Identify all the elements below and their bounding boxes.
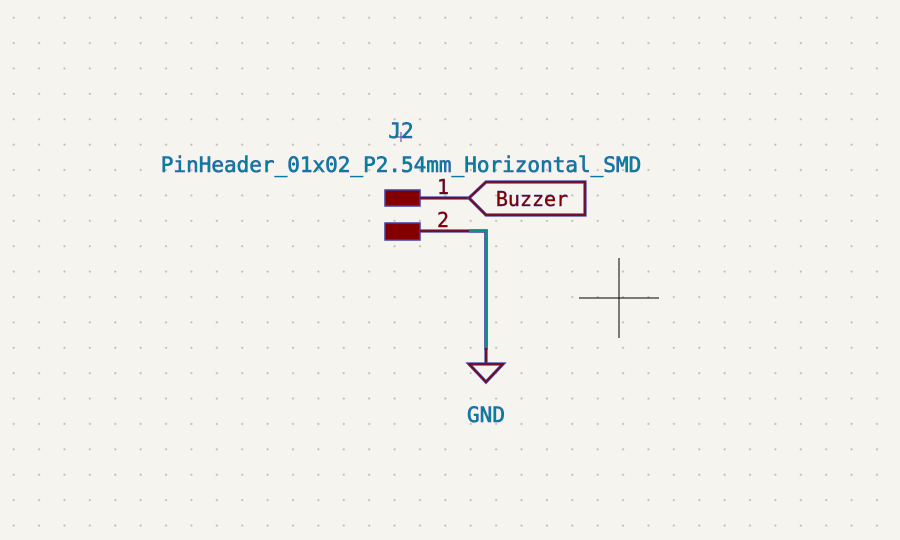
- footprint-value[interactable]: PinHeader_01x02_P2.54mm_Horizontal_SMD: [160, 153, 641, 178]
- connector-j2-symbol[interactable]: J2 PinHeader_01x02_P2.54mm_Horizontal_SM…: [160, 119, 642, 241]
- net-label-buzzer[interactable]: Buzzer: [466, 180, 587, 217]
- wire-pin2-to-gnd[interactable]: [469, 229, 488, 350]
- ground-triangle-icon: [465, 362, 507, 385]
- reference-designator[interactable]: J2: [388, 119, 414, 144]
- pin-1-number: 1: [437, 175, 449, 199]
- crosshair-cursor-icon: [579, 258, 659, 338]
- pin-1-body[interactable]: [384, 189, 421, 207]
- anchor-cross-icon: [396, 132, 406, 142]
- gnd-power-symbol[interactable]: GND: [465, 348, 507, 427]
- pin-2-number: 2: [437, 208, 449, 232]
- net-label-text: Buzzer: [496, 187, 568, 211]
- gnd-label: GND: [467, 403, 505, 427]
- pin-2-body[interactable]: [384, 222, 421, 241]
